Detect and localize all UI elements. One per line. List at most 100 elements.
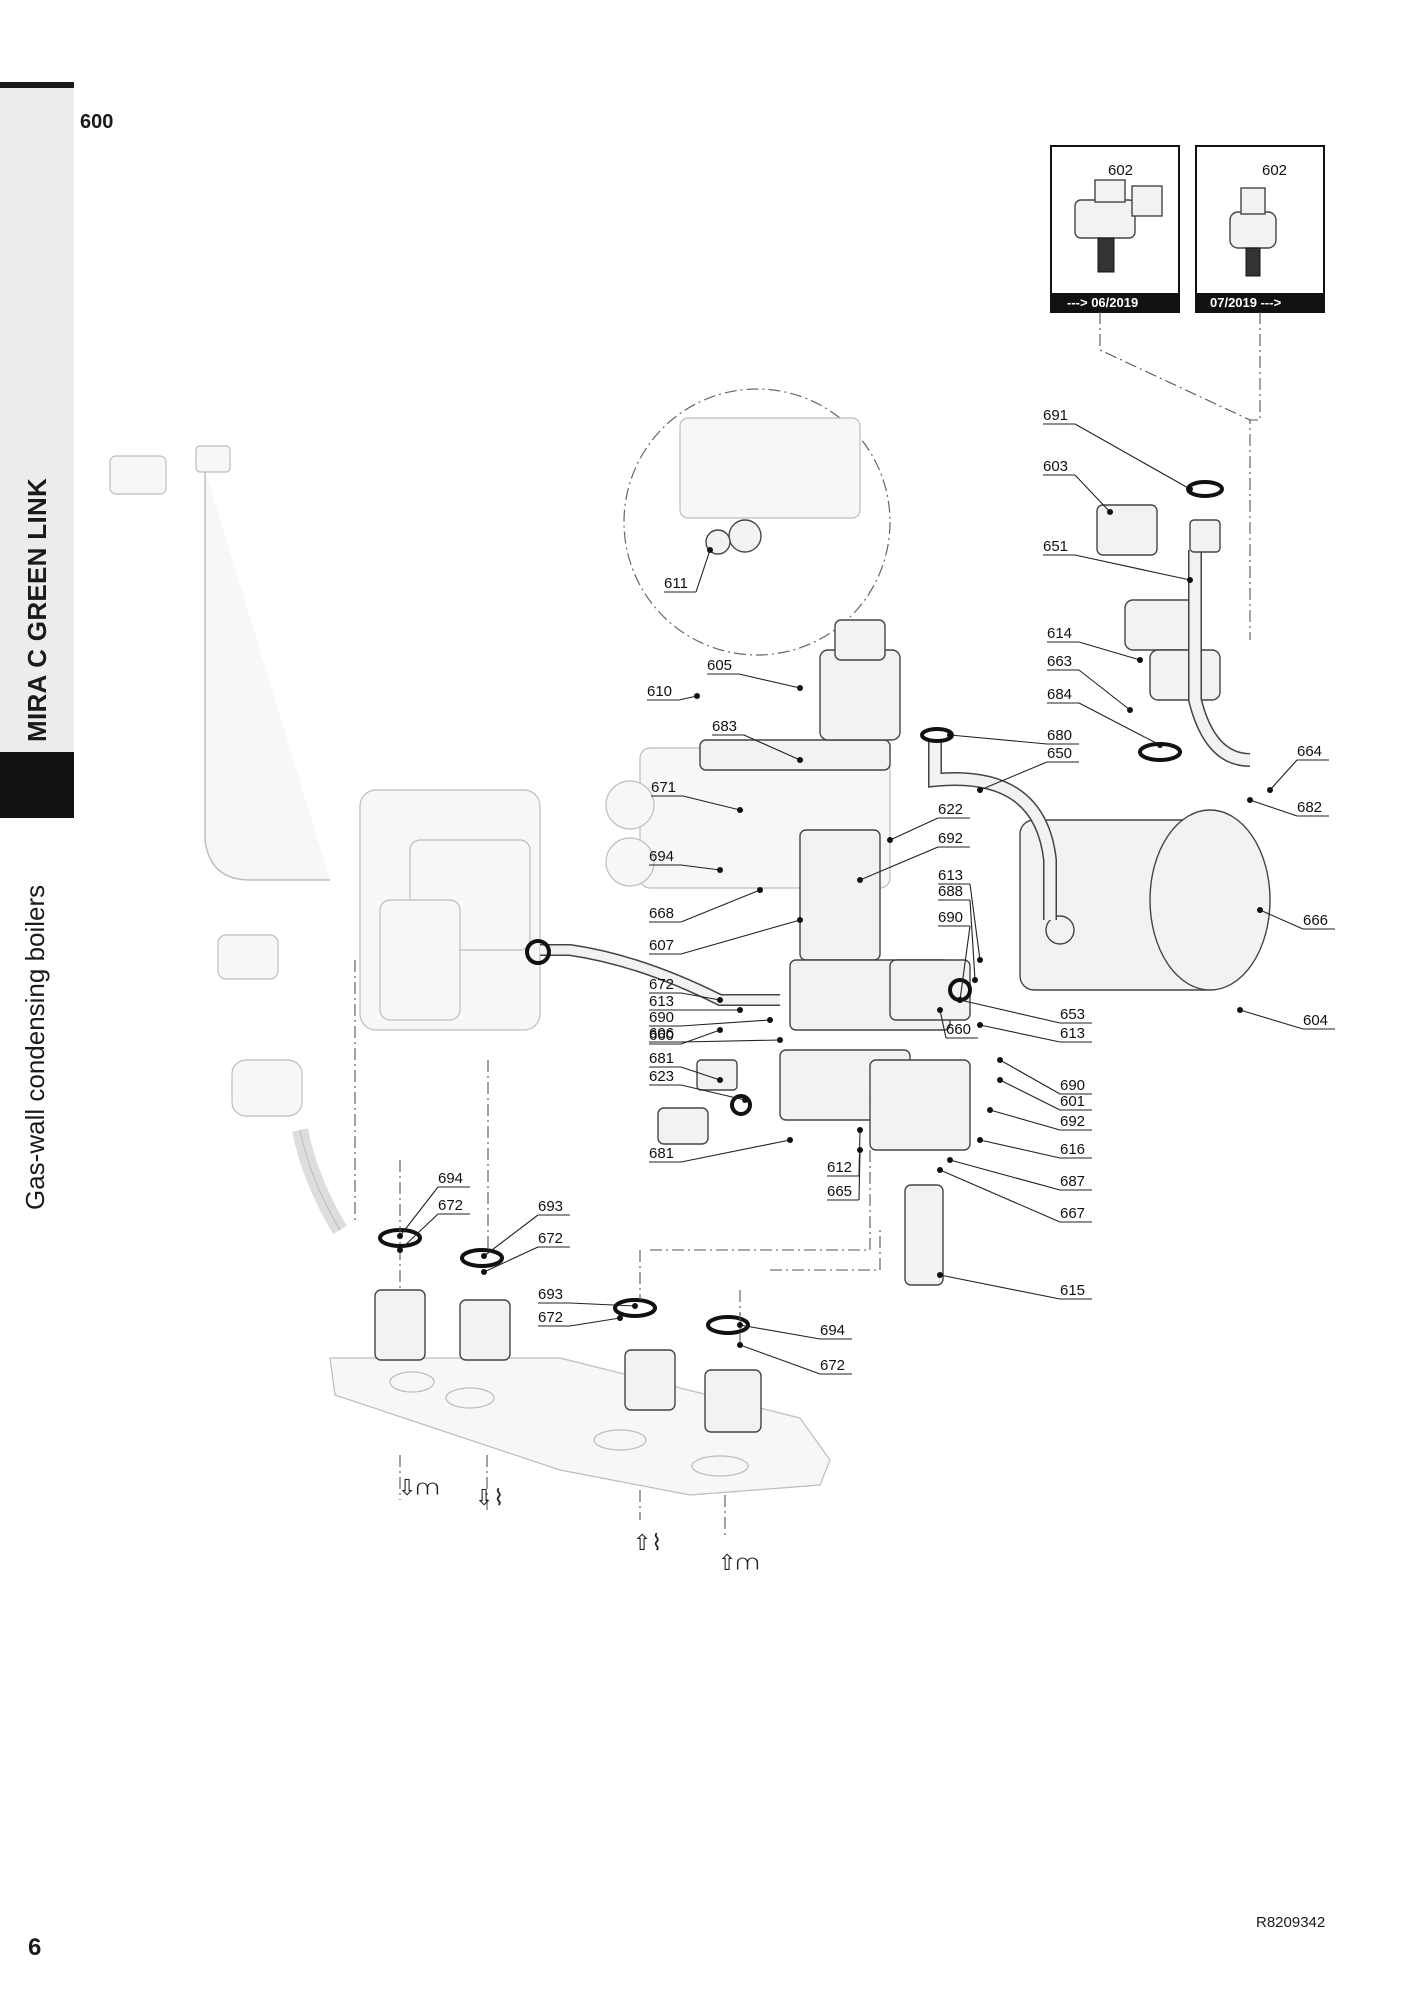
callout-615: 615 — [937, 1272, 1092, 1300]
callout-label: 680 — [1047, 727, 1072, 744]
callout-672: 672 — [737, 1342, 852, 1375]
callout-607: 607 — [649, 917, 803, 955]
callout-label: 612 — [827, 1159, 852, 1176]
callout-dot — [1107, 509, 1113, 515]
callout-label: 660 — [649, 1027, 674, 1044]
callout-leader — [889, 817, 939, 841]
callout-605: 605 — [707, 657, 803, 691]
variant-box-old: 602 ---> 06/2019 — [1050, 145, 1180, 313]
callout-label: 690 — [1060, 1077, 1085, 1094]
callout-dot — [694, 693, 700, 699]
pressure-switch-old-icon — [1074, 179, 1163, 273]
callout-label: 671 — [651, 779, 676, 796]
callout-leader — [569, 1302, 636, 1307]
pressure-sensor-new-icon — [1229, 187, 1277, 277]
sidebar-top-rule — [0, 82, 74, 88]
callout-dot — [481, 1253, 487, 1259]
callout-672: 672 — [538, 1309, 623, 1327]
callout-label: 622 — [938, 801, 963, 818]
callout-label: 672 — [649, 976, 674, 993]
callout-label: 681 — [649, 1145, 674, 1162]
callout-dot — [937, 1272, 943, 1278]
callout-dot — [937, 1167, 943, 1173]
callout-650: 650 — [977, 745, 1079, 793]
callout-dot — [717, 1077, 723, 1083]
callout-dot — [717, 1027, 723, 1033]
callout-leader — [682, 795, 741, 811]
callout-leader — [1074, 554, 1191, 581]
variant-box-new: 602 07/2019 ---> — [1195, 145, 1325, 313]
callout-leader — [680, 864, 721, 871]
callout-dot — [997, 1077, 1003, 1083]
callout-663: 663 — [1047, 653, 1133, 713]
callout-dot — [977, 787, 983, 793]
callout-dot — [797, 685, 803, 691]
callout-622: 622 — [887, 801, 970, 843]
callout-683: 683 — [712, 718, 803, 763]
callout-leader — [483, 1214, 539, 1257]
callout-label: 651 — [1043, 538, 1068, 555]
callout-label: 605 — [707, 657, 732, 674]
callout-leader — [1074, 474, 1111, 513]
callout-dot — [947, 1157, 953, 1163]
callout-660: 660 — [937, 1007, 978, 1039]
callout-leader — [1269, 759, 1298, 791]
callout-684: 684 — [1047, 686, 1163, 748]
callout-label: 610 — [647, 683, 672, 700]
callout-694: 694 — [397, 1170, 470, 1239]
callout-label: 691 — [1043, 407, 1068, 424]
callout-leader — [969, 899, 976, 981]
callout-label: 613 — [649, 993, 674, 1010]
callout-603: 603 — [1043, 458, 1113, 515]
callout-690: 690 — [997, 1057, 1092, 1095]
callout-leader — [739, 1344, 821, 1375]
callout-label: 683 — [712, 718, 737, 735]
callout-label: 667 — [1060, 1205, 1085, 1222]
callout-dot — [632, 1303, 638, 1309]
callout-label: 606 — [649, 1025, 674, 1042]
callout-leader — [979, 761, 1048, 791]
callout-dot — [977, 957, 983, 963]
callout-611: 611 — [664, 547, 713, 593]
callout-dot — [887, 837, 893, 843]
callout-dot — [737, 807, 743, 813]
callout-dot — [997, 1057, 1003, 1063]
callout-leader — [1078, 641, 1141, 661]
callout-613: 613 — [649, 993, 743, 1013]
callout-leader — [989, 1109, 1061, 1131]
callout-label: 682 — [1297, 799, 1322, 816]
callout-694: 694 — [649, 848, 723, 873]
callout-leader — [1259, 909, 1304, 930]
callout-leader — [1074, 423, 1191, 490]
callout-leader — [979, 1024, 1061, 1043]
callout-666: 666 — [1257, 907, 1335, 930]
callout-dot — [737, 1342, 743, 1348]
callout-label: 687 — [1060, 1173, 1085, 1190]
callout-dot — [947, 732, 953, 738]
callout-dot — [987, 1107, 993, 1113]
callout-leader — [680, 1139, 791, 1163]
callout-dot — [857, 1127, 863, 1133]
callout-label: 666 — [1303, 912, 1328, 929]
callout-dot — [1187, 577, 1193, 583]
heating-out-icon: ⇩⩋ — [398, 1476, 439, 1501]
sidebar-marker — [0, 752, 74, 818]
callout-label: 672 — [438, 1197, 463, 1214]
callout-label: 690 — [938, 909, 963, 926]
callout-label: 693 — [538, 1198, 563, 1215]
callout-690: 690 — [649, 1009, 773, 1027]
callout-dot — [937, 1007, 943, 1013]
callout-dot — [481, 1269, 487, 1275]
safety-valve-623 — [657, 1107, 709, 1145]
callout-dot — [737, 1007, 743, 1013]
callout-label: 684 — [1047, 686, 1072, 703]
page-number: 6 — [28, 1934, 42, 1961]
callout-label: 663 — [1047, 653, 1072, 670]
callout-610: 610 — [647, 683, 700, 701]
callout-dot — [742, 1097, 748, 1103]
callout-692: 692 — [987, 1107, 1092, 1131]
callout-dot — [787, 1137, 793, 1143]
callout-693: 693 — [481, 1198, 570, 1259]
callout-leader — [959, 925, 971, 1001]
